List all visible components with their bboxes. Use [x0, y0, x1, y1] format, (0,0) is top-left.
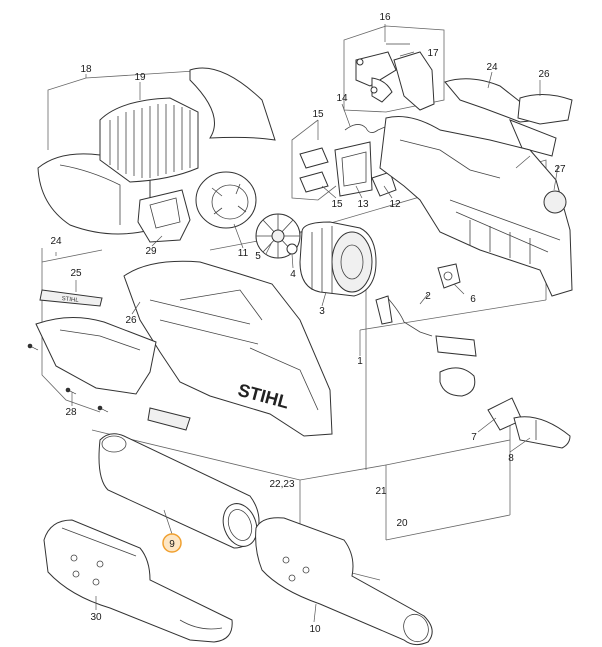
callout-19: 19: [134, 72, 146, 83]
switch-block: [334, 141, 373, 197]
callout-3: 3: [319, 306, 325, 317]
nut: [286, 243, 298, 255]
callout-7: 7: [471, 432, 477, 443]
contact-clip: [371, 171, 397, 197]
callout-22-23: 22,23: [269, 479, 294, 490]
callout-16: 16: [379, 12, 391, 23]
flat-nozzle: [43, 519, 233, 643]
callout-21: 21: [375, 486, 387, 497]
callout-1: 1: [357, 356, 363, 367]
housing-left-half: STIHL: [123, 260, 333, 437]
switch-spring: [299, 147, 329, 193]
wire-spring: [344, 123, 393, 133]
handle-cover: [444, 78, 573, 157]
rubber-plug: [543, 190, 567, 214]
screw-set: [27, 343, 109, 413]
callout-14: 14: [336, 93, 348, 104]
callout-10: 10: [309, 624, 321, 635]
callout-11: 11: [238, 248, 249, 259]
callout-8: 8: [508, 453, 514, 464]
callout-29: 29: [145, 246, 157, 257]
callout-9-highlight[interactable]: [162, 533, 182, 553]
callout-5: 5: [255, 251, 261, 262]
callout-4: 4: [290, 269, 296, 280]
callout-labels: 18 19 16 17 14 15 15 13 12 24 26 27 29 1…: [50, 12, 566, 635]
intake-shroud: [189, 67, 276, 141]
callout-15-lower: 15: [331, 199, 343, 210]
wiring-harness: [375, 295, 477, 397]
callout-18: 18: [80, 64, 92, 75]
trigger-assembly: [355, 43, 435, 111]
latch-clip: [137, 189, 191, 243]
type-plate: STIHL: [39, 289, 103, 307]
fan-housing: [195, 171, 257, 229]
callout-26-left: 26: [125, 315, 137, 326]
callout-17: 17: [427, 48, 439, 59]
callout-6: 6: [470, 294, 476, 305]
callout-24-top: 24: [486, 62, 498, 73]
leader-lines: [55, 24, 559, 623]
callout-9[interactable]: 9: [169, 539, 175, 550]
type-plate-logo: STIHL: [61, 296, 79, 304]
callout-12: 12: [389, 199, 401, 210]
callout-20: 20: [396, 518, 408, 529]
motor: [299, 221, 377, 297]
callout-13: 13: [357, 199, 369, 210]
callout-2: 2: [425, 291, 431, 302]
callout-26-top: 26: [538, 69, 550, 80]
cover-plate: [35, 316, 157, 395]
callout-28: 28: [65, 407, 77, 418]
callout-30: 30: [90, 612, 102, 623]
rating-label: [147, 407, 191, 431]
callout-24-left: 24: [50, 236, 62, 247]
round-nozzle: [255, 517, 433, 646]
callout-15-upper: 15: [312, 109, 324, 120]
callout-27: 27: [554, 164, 566, 175]
filter-grille: [99, 97, 199, 183]
battery-contact: [437, 263, 461, 289]
nozzle-tip: [513, 416, 571, 449]
callout-25: 25: [70, 268, 82, 279]
